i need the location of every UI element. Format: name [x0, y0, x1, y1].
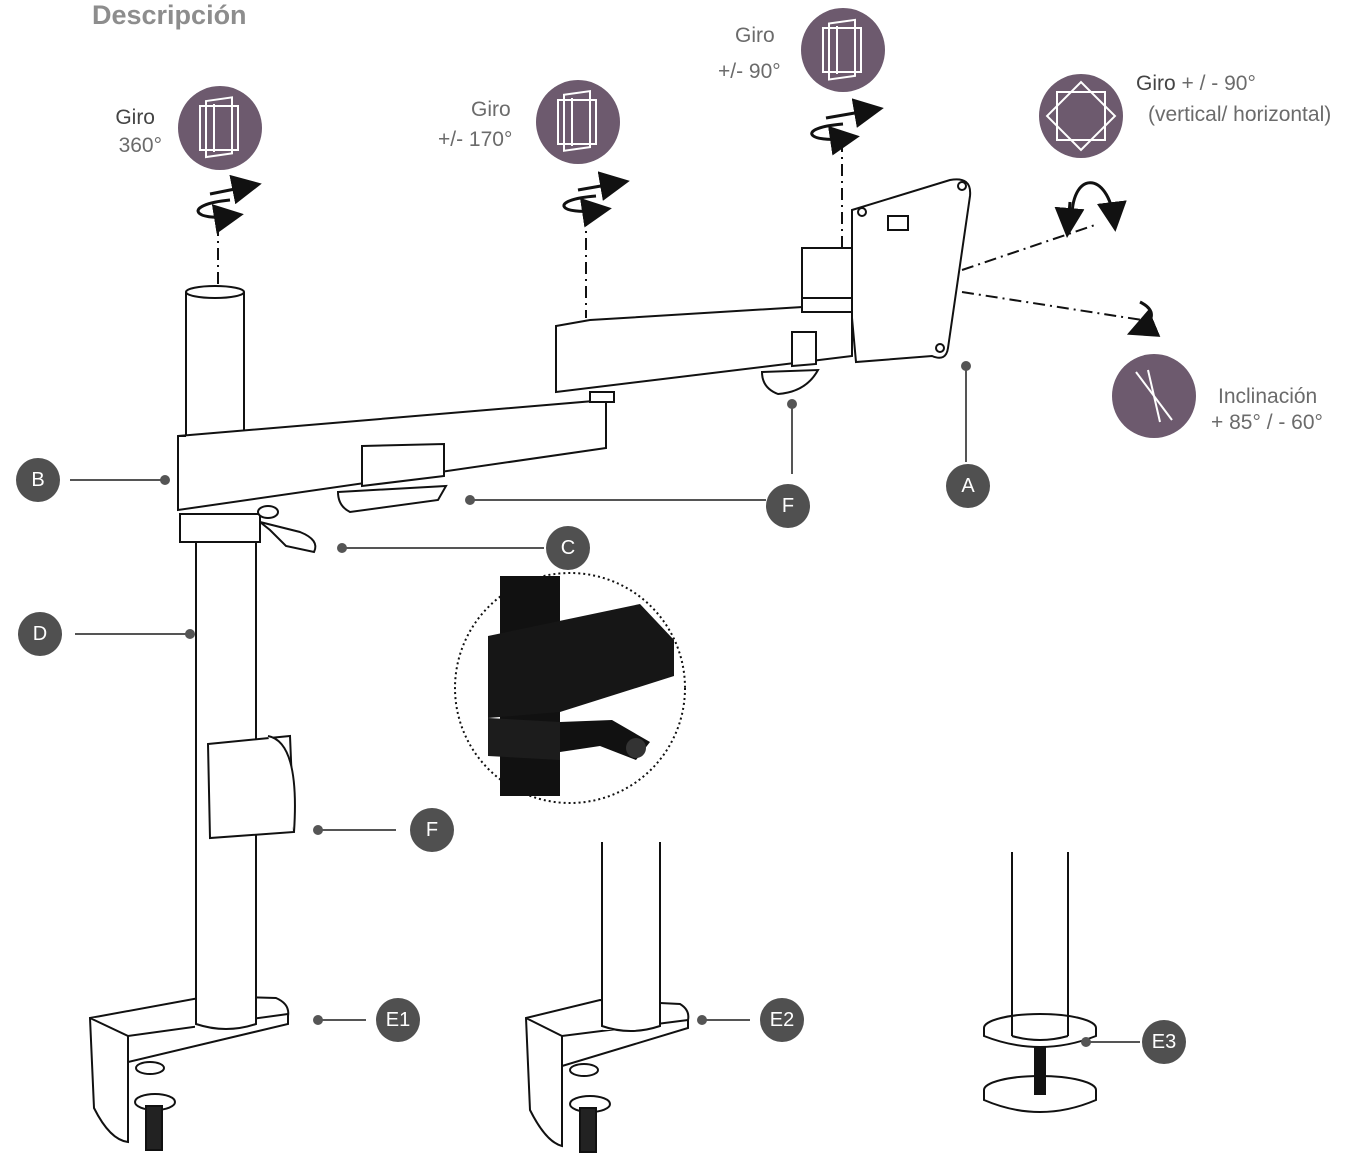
axis-lines: [217, 140, 1143, 321]
tilt-value: + 85° / - 60°: [1211, 411, 1323, 434]
part-badge-e3: E3: [1142, 1020, 1186, 1064]
portrait-rotation-note: (vertical/ horizontal): [1148, 103, 1332, 126]
arm1-rotation-value: +/- 170°: [438, 128, 513, 151]
part-badge-a: A: [946, 464, 990, 508]
part-badge-f-arm: F: [766, 484, 810, 528]
tilt-title: Inclinación: [1218, 385, 1318, 408]
rotate-90-icon: [801, 8, 885, 92]
upper-arm: [555, 302, 853, 396]
pole-rotation-value: 360°: [118, 134, 162, 157]
tilt-icon: [1112, 354, 1196, 438]
part-badge-f-pole: F: [410, 808, 454, 852]
clamp-e2: [524, 842, 690, 1153]
lower-arm: [177, 391, 615, 554]
arm1-rotation-title: Giro: [471, 98, 511, 121]
portrait-rotation-value: + / - 90°: [1181, 72, 1256, 95]
pole: [185, 285, 257, 1025]
pole-rotation-title: Giro: [115, 106, 155, 129]
arm2-rotation-title: Giro: [735, 24, 775, 47]
portrait-rotation-label: Giro + / - 90°: [1136, 70, 1256, 97]
grommet-e3: [983, 852, 1097, 1113]
pole-cable-clip: [206, 734, 296, 840]
part-badge-d: D: [18, 612, 62, 656]
rotate-170-icon: [536, 80, 620, 164]
page-title: Descripción: [92, 0, 247, 30]
leader-lines: [70, 361, 1140, 1047]
arm2-rotation-value: +/- 90°: [718, 60, 781, 83]
rotation-arrows: [196, 98, 1161, 337]
part-badge-c: C: [546, 526, 590, 570]
detail-inset: [454, 572, 686, 804]
part-badge-b: B: [16, 458, 60, 502]
portrait-rotation-title: Giro: [1136, 72, 1176, 95]
clamp-e1: [88, 982, 290, 1151]
vesa-head: [801, 178, 972, 364]
part-badge-e2: E2: [760, 998, 804, 1042]
pole-rotation-label: Giro: [107, 104, 155, 131]
portrait-landscape-icon: [1039, 74, 1123, 158]
rotate-360-icon: [178, 86, 262, 170]
part-badge-e1: E1: [376, 998, 420, 1042]
